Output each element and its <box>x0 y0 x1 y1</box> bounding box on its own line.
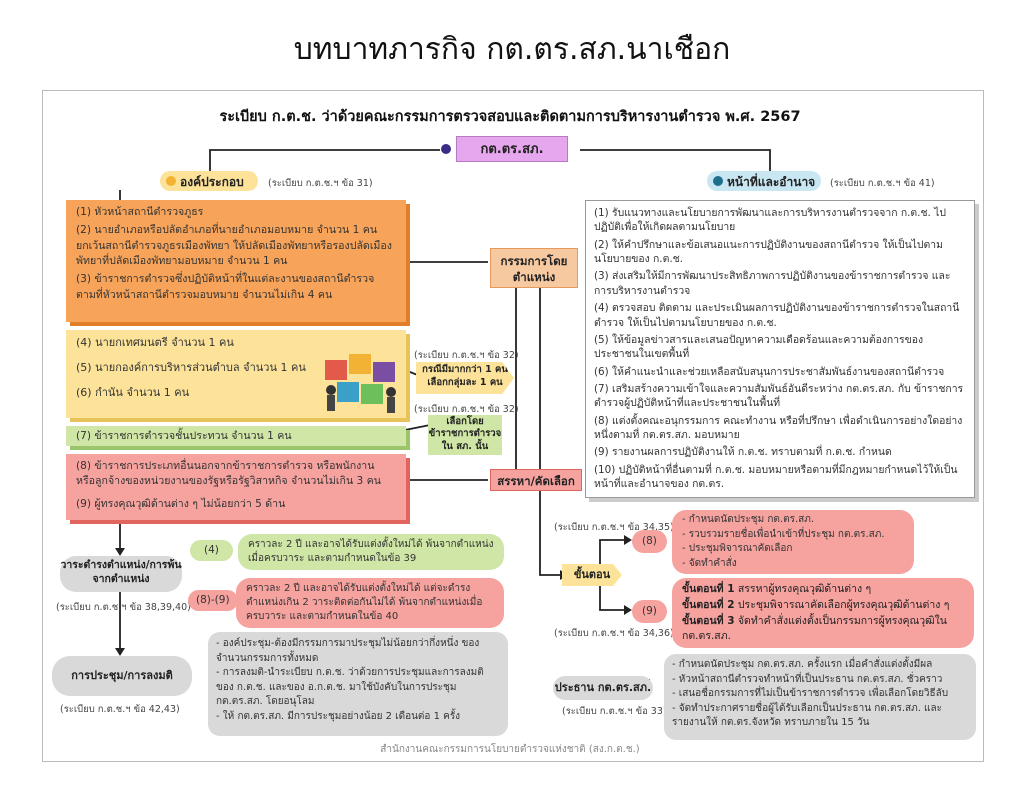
composition-item: (1) หัวหน้าสถานีตำรวจภูธร <box>76 206 204 218</box>
steps-9-item: ขั้นตอนที่ 1 สรรหาผู้ทรงคุณวุฒิด้านต่าง … <box>682 582 964 598</box>
term-node: วาระดำรงตำแหน่ง/การพ้นจากตำแหน่ง <box>60 556 182 592</box>
composition-item: (3) ข้าราชการตำรวจซึ่งปฏิบัติหน้าที่ในแต… <box>76 273 375 301</box>
steps-tag-8: (8) <box>632 530 667 553</box>
steps-ref-9: (ระเบียบ ก.ต.ช.ฯ ข้อ 34,36) <box>554 628 674 639</box>
choose-one-note: กรณีมีมากกว่า 1 คน เลือกกลุ่มละ 1 คน <box>416 362 514 394</box>
duties-label: หน้าที่และอำนาจ <box>727 175 816 189</box>
composition-item: (8) ข้าราชการประเภทอื่นนอกจากข้าราชการตำ… <box>76 460 381 488</box>
composition-dot-icon <box>166 176 176 186</box>
choose-police-label: เลือกโดยข้าราชการตำรวจใน สภ. นั้น <box>428 416 502 452</box>
duty-item: (3) ส่งเสริมให้มีการพัฒนาประสิทธิภาพการป… <box>594 270 951 297</box>
composition-header <box>160 171 258 191</box>
chair-item: - เสนอชื่อกรรมการที่ไม่เป็นข้าราชการตำรว… <box>672 688 949 699</box>
meeting-item: - การลงมติ-นำระเบียบ ก.ต.ช. ว่าด้วยการปร… <box>216 667 484 707</box>
steps-9-details: ขั้นตอนที่ 1 สรรหาผู้ทรงคุณวุฒิด้านต่าง … <box>672 578 974 648</box>
chair-item: - กำหนดนัดประชุม กต.ตร.สภ. ครั้งแรก เมื่… <box>672 659 933 670</box>
page-title: บทบาทภารกิจ กต.ตร.สภ.นาเชือก <box>293 32 731 67</box>
footer-text: สำนักงานคณะกรรมการนโยบายตำรวจแห่งชาติ (ส… <box>380 744 640 755</box>
duties-list: (1) รับแนวทางและนโยบายการพัฒนาและการบริห… <box>585 200 975 498</box>
duty-item: (6) ให้คำแนะนำและช่วยเหลือสนับสนุนการประ… <box>594 365 945 378</box>
steps-8-details: - กำหนดนัดประชุม กต.ตร.สภ. - รวบรวมรายชื… <box>672 510 914 574</box>
composition-group-3: (7) ข้าราชการตำรวจชั้นประทวน จำนวน 1 คน <box>66 426 406 446</box>
meeting-label: การประชุม/การลงมติ <box>71 669 173 682</box>
composition-item: (6) กำนัน จำนวน 1 คน <box>76 385 190 399</box>
steps-9-item: ขั้นตอนที่ 2 ประชุมพิจารณาคัดเลือกผู้ทรง… <box>682 598 964 614</box>
step-number: ขั้นตอนที่ 3 <box>682 614 735 627</box>
duty-item: (9) รายงานผลการปฏิบัติงานให้ ก.ต.ช. ทราบ… <box>594 446 892 459</box>
term-ref: (ระเบียบ ก.ต.ช.ฯ ข้อ 38,39,40) <box>56 602 191 613</box>
composition-ref: (ระเบียบ ก.ต.ช.ฯ ข้อ 31) <box>268 178 373 189</box>
term-text-89: คราวละ 2 ปี และอาจได้รับแต่งตั้งใหม่ได้ … <box>236 578 504 628</box>
duty-item: (10) ปฏิบัติหน้าที่อื่นตามที่ ก.ต.ช. มอบ… <box>594 463 958 491</box>
steps-8-item: - ประชุมพิจารณาคัดเลือก <box>682 543 793 554</box>
composition-item: (2) นายอำเภอหรือปลัดอำเภอที่นายอำเภอมอบห… <box>76 224 392 268</box>
meeting-ref: (ระเบียบ ก.ต.ช.ฯ ข้อ 42,43) <box>60 704 180 715</box>
ref-32b: (ระเบียบ ก.ต.ช.ฯ ข้อ 32) <box>414 404 519 415</box>
chair-item: - หัวหน้าสถานีตำรวจทำหน้าที่เป็นประธาน ก… <box>672 673 943 685</box>
chair-node: ประธาน กต.ตร.สภ. <box>553 676 653 700</box>
choose-police-note: เลือกโดยข้าราชการตำรวจใน สภ. นั้น <box>428 415 502 455</box>
composition-group-4: (8) ข้าราชการประเภทอื่นนอกจากข้าราชการตำ… <box>66 454 406 520</box>
step-text: สรรหาผู้ทรงคุณวุฒิด้านต่าง ๆ <box>734 583 872 595</box>
recruit-label: สรรหา/คัดเลือก <box>497 474 575 488</box>
composition-group-1: (1) หัวหน้าสถานีตำรวจภูธร (2) นายอำเภอหร… <box>66 200 406 322</box>
puzzle-people-icon <box>325 354 396 413</box>
diagram-subtitle: ระเบียบ ก.ต.ช. ว่าด้วยคณะกรรมการตรวจสอบแ… <box>219 109 801 125</box>
term-tag-4: (4) <box>190 540 233 561</box>
choose-one-label: กรณีมีมากกว่า 1 คน เลือกกลุ่มละ 1 คน <box>422 364 508 388</box>
duty-item: (1) รับแนวทางและนโยบายการพัฒนาและการบริห… <box>594 207 946 234</box>
ex-officio-label: กรรมการโดยตำแหน่ง <box>500 254 568 285</box>
duty-item: (7) เสริมสร้างความเข้าใจและความสัมพันธ์อ… <box>594 382 964 410</box>
duty-item: (5) ให้ข้อมูลข่าวสารและเสนอปัญหาความเดือ… <box>594 333 924 361</box>
chair-details: - กำหนดนัดประชุม กต.ตร.สภ. ครั้งแรก เมื่… <box>664 654 976 740</box>
step-text: จัดทำคำสั่งแต่งตั้งเป็นกรรมการผู้ทรงคุณว… <box>682 614 947 643</box>
composition-label: องค์ประกอบ <box>180 175 244 189</box>
duties-ref: (ระเบียบ ก.ต.ช.ฯ ข้อ 41) <box>830 178 935 189</box>
meeting-item: - ให้ กต.ตร.สภ. มีการประชุมอย่างน้อย 2 เ… <box>216 710 461 722</box>
meeting-item: - องค์ประชุม-ต้องมีกรรมการมาประชุมไม่น้อ… <box>216 638 480 664</box>
term-tag-89: (8)-(9) <box>188 590 238 611</box>
chair-ref: (ระเบียบ ก.ต.ช.ฯ ข้อ 33) <box>562 706 667 717</box>
duty-item: (2) ให้คำปรึกษาและข้อเสนอแนะการปฏิบัติงา… <box>594 238 943 266</box>
step-number: ขั้นตอนที่ 1 <box>682 583 735 595</box>
meeting-details: - องค์ประชุม-ต้องมีกรรมการมาประชุมไม่น้อ… <box>208 632 508 736</box>
chair-label: ประธาน กต.ตร.สภ. <box>554 681 652 694</box>
duty-item: (4) ตรวจสอบ ติดตาม และประเมินผลการปฏิบัต… <box>594 302 960 329</box>
steps-ref-8: (ระเบียบ ก.ต.ช.ฯ ข้อ 34,35) <box>554 522 674 533</box>
steps-9-item: ขั้นตอนที่ 3 จัดทำคำสั่งแต่งตั้งเป็นกรรม… <box>682 614 964 646</box>
composition-item: (9) ผู้ทรงคุณวุฒิด้านต่าง ๆ ไม่น้อยกว่า … <box>76 497 286 510</box>
term-text-4: คราวละ 2 ปี และอาจได้รับแต่งตั้งใหม่ได้ … <box>238 534 504 570</box>
steps-8-item: - กำหนดนัดประชุม กต.ตร.สภ. <box>682 514 815 525</box>
recruit-tag: สรรหา/คัดเลือก <box>490 469 582 491</box>
chair-item: - จัดทำประกาศรายชื่อผู้ได้รับเลือกเป็นปร… <box>672 702 942 729</box>
steps-tag-9: (9) <box>632 600 667 623</box>
steps-8-item: - จัดทำคำสั่ง <box>682 557 737 569</box>
step-number: ขั้นตอนที่ 2 <box>682 598 735 611</box>
center-node: กต.ตร.สภ. <box>456 136 568 162</box>
duties-header <box>707 171 821 191</box>
composition-item: (5) นายกองค์การบริหารส่วนตำบล จำนวน 1 คน <box>76 360 306 374</box>
steps-8-item: - รวบรวมรายชื่อเพื่อนำเข้าที่ประชุม กต.ต… <box>682 528 885 540</box>
composition-item: (4) นายกเทศมนตรี จำนวน 1 คน <box>76 336 234 349</box>
steps-node: ขั้นตอน <box>562 564 622 586</box>
composition-item: (7) ข้าราชการตำรวจชั้นประทวน จำนวน 1 คน <box>76 430 292 442</box>
term-label: วาระดำรงตำแหน่ง/การพ้นจากตำแหน่ง <box>60 559 182 586</box>
duties-dot-icon <box>713 176 723 186</box>
center-node-label: กต.ตร.สภ. <box>480 142 544 157</box>
ex-officio-tag: กรรมการโดยตำแหน่ง <box>490 248 578 288</box>
meeting-node: การประชุม/การลงมติ <box>52 656 192 696</box>
ref-32a: (ระเบียบ ก.ต.ช.ฯ ข้อ 32) <box>414 350 519 361</box>
duty-item: (8) แต่งตั้งคณะอนุกรรมการ คณะทำงาน หรือท… <box>594 414 963 442</box>
step-text: ประชุมพิจารณาคัดเลือกผู้ทรงคุณวุฒิด้านต่… <box>734 598 950 611</box>
steps-label: ขั้นตอน <box>573 568 611 581</box>
